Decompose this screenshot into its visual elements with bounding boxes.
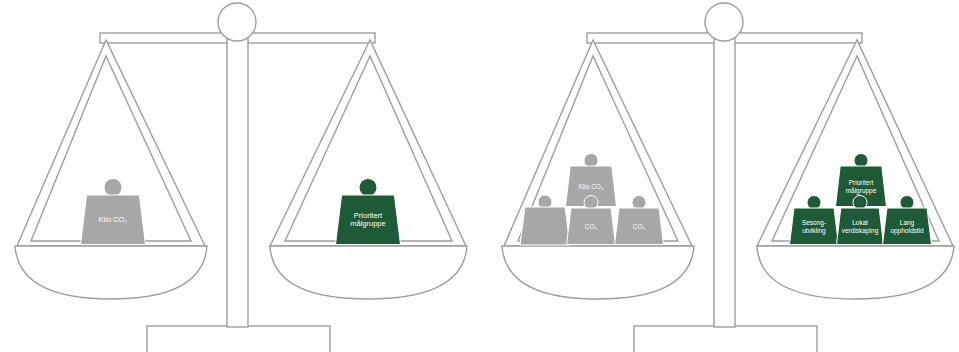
balance-scale xyxy=(15,3,467,352)
weight-node: CO₂ xyxy=(566,195,616,245)
weight-label: Lang oppholdstid xyxy=(882,208,932,245)
weight-knob xyxy=(854,154,868,168)
weight-label: Kilo CO₂ xyxy=(80,195,146,245)
weight-body xyxy=(837,208,884,245)
weight-knob xyxy=(632,196,646,210)
weight-knob xyxy=(584,196,598,210)
weight-knob xyxy=(104,179,122,197)
weight-body xyxy=(790,208,839,245)
weight-knob xyxy=(853,196,867,210)
weight-node: Lokal verdiskaping xyxy=(836,195,884,245)
weight-knob xyxy=(900,196,914,210)
weight-node: Prioritert målgruppe xyxy=(335,178,401,245)
weight-knob xyxy=(584,154,598,168)
balance-scale xyxy=(502,3,954,352)
weight-label: CO₂ xyxy=(614,208,664,245)
weight-label: Lokal verdiskaping xyxy=(836,208,884,245)
weight-shape xyxy=(566,195,616,245)
weight-node: CO₂ xyxy=(614,195,664,245)
plain-weight xyxy=(520,195,570,245)
weight-body xyxy=(883,208,932,245)
weight-label: CO₂ xyxy=(566,208,616,245)
weight-label: Sesong- utvikling xyxy=(789,208,839,245)
weight-label: Prioritert målgruppe xyxy=(335,195,401,245)
weight-body xyxy=(336,195,401,245)
weight-body xyxy=(81,195,146,245)
weight-body xyxy=(520,207,570,245)
weight-node: Sesong- utvikling xyxy=(789,195,839,245)
weight-node: Kilo CO₂ xyxy=(80,178,146,245)
weight-body xyxy=(567,208,616,245)
weight-knob xyxy=(807,196,821,210)
weight-shape xyxy=(80,178,146,245)
weight-body xyxy=(615,208,664,245)
weight-knob xyxy=(359,179,377,197)
weight-shape xyxy=(614,195,664,245)
weight-node: Lang oppholdstid xyxy=(882,195,932,245)
